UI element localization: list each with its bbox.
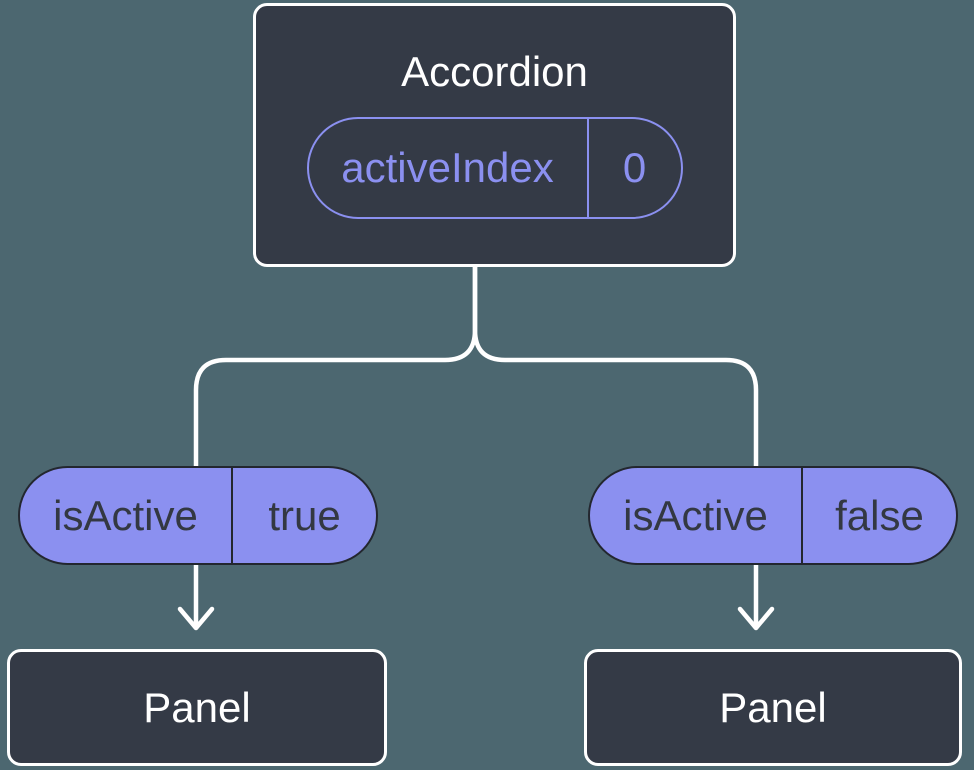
accordion-node-title: Accordion	[401, 48, 588, 95]
panel-node-left: Panel	[7, 649, 387, 766]
panel-node-right-title: Panel	[719, 683, 827, 731]
panel-node-right: Panel	[584, 649, 962, 766]
arrow-right-prop-to-panel	[737, 560, 775, 631]
prop-pill-left-label: isActive	[20, 468, 233, 563]
prop-pill-right: isActive false	[588, 466, 958, 565]
state-pill: activeIndex 0	[306, 117, 683, 219]
prop-pill-right-label: isActive	[590, 468, 803, 563]
panel-node-left-title: Panel	[143, 683, 251, 731]
prop-pill-left: isActive true	[18, 466, 378, 565]
state-pill-label: activeIndex	[309, 119, 589, 217]
connector-root-to-right-prop	[472, 261, 759, 469]
arrow-left-prop-to-panel	[177, 560, 215, 631]
state-pill-value: 0	[622, 144, 647, 191]
prop-pill-left-value: true	[268, 491, 341, 539]
connector-root-to-left-prop	[193, 261, 478, 469]
accordion-node: Accordion activeIndex 0	[253, 3, 736, 267]
prop-pill-right-value: false	[835, 491, 924, 539]
